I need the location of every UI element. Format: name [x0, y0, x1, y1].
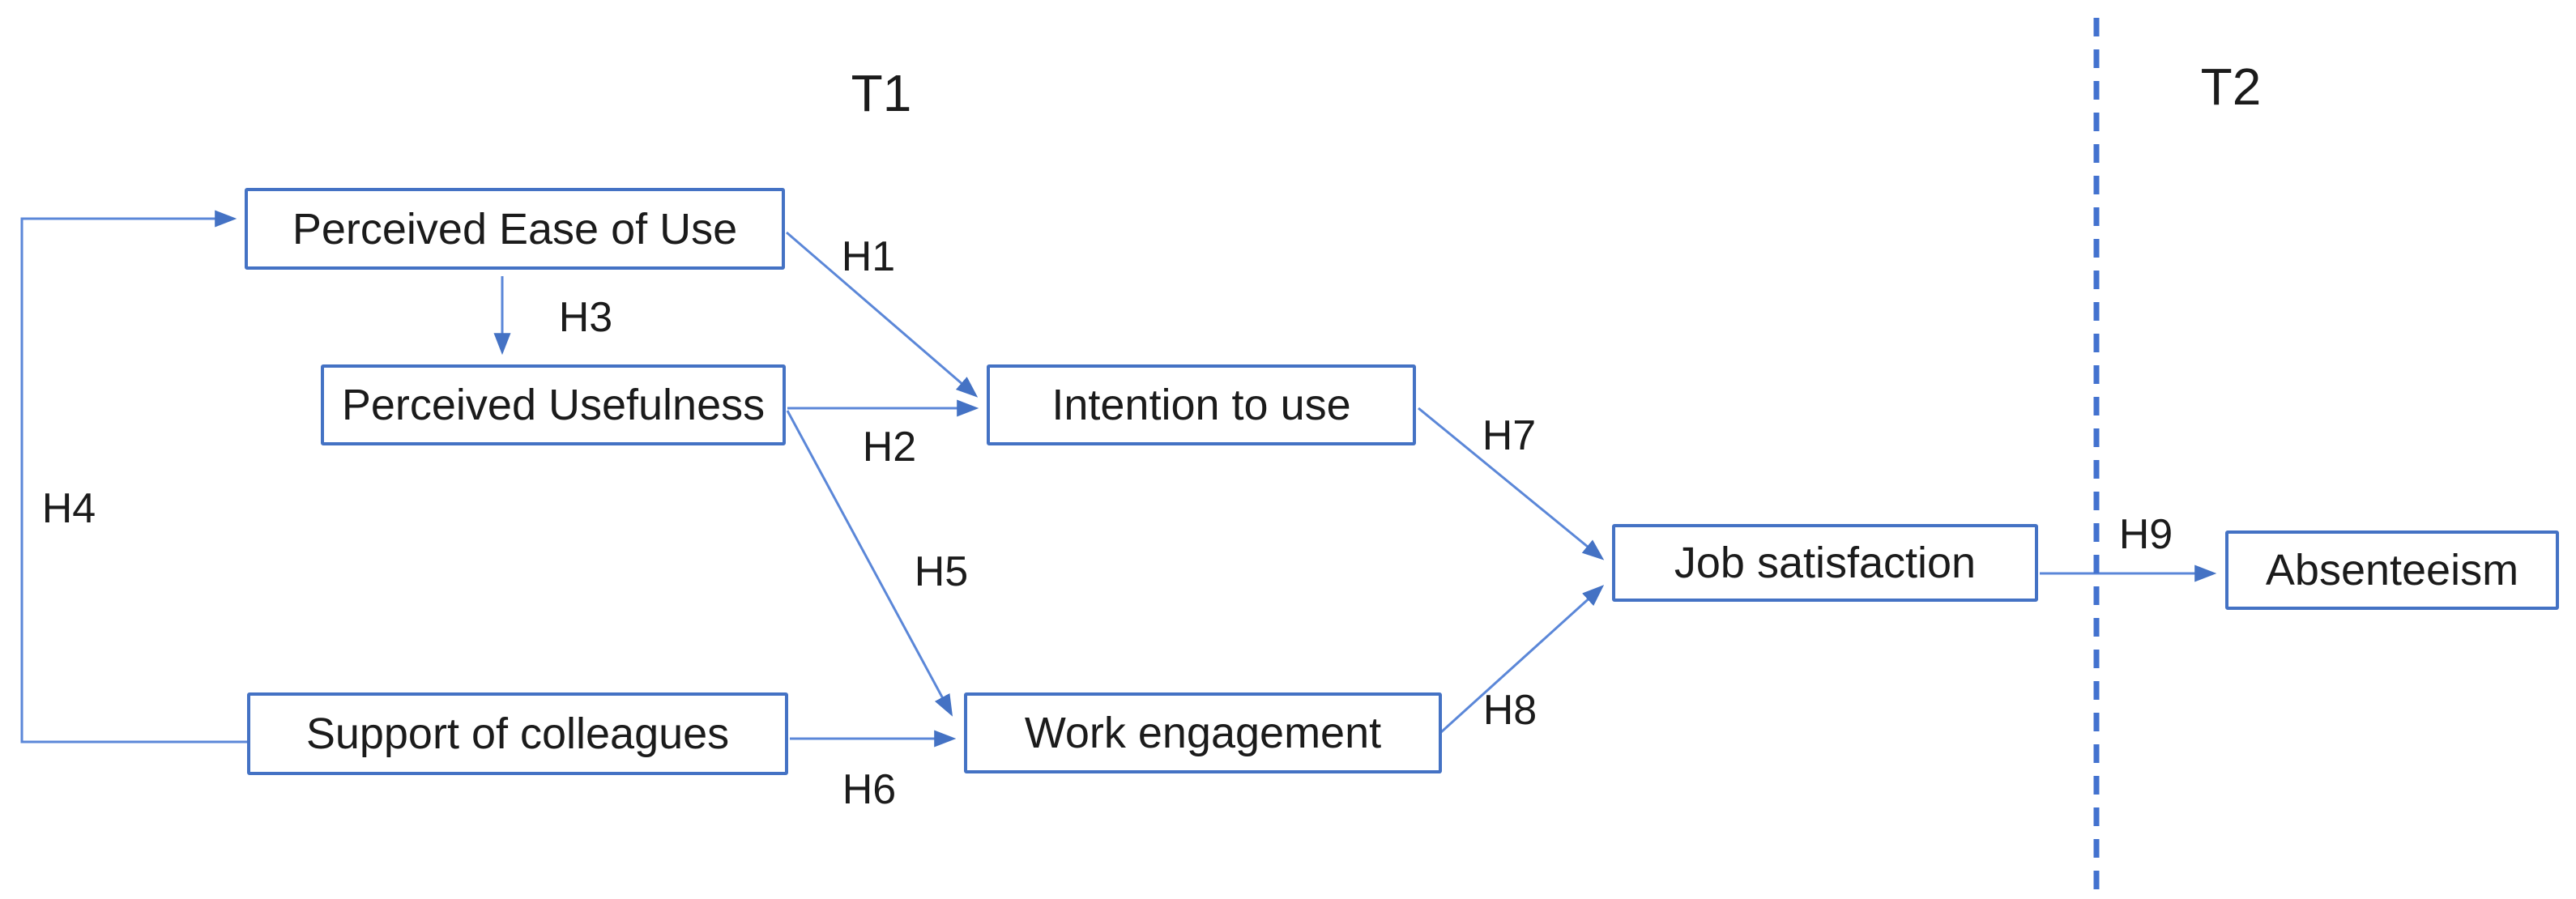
- hypothesis-label-h1: H1: [841, 233, 896, 280]
- node-work-engagement: Work engagement: [964, 692, 1442, 773]
- h7-arrow: [1418, 407, 1605, 560]
- h8-arrow: [1439, 585, 1605, 734]
- node-perceived-usefulness: Perceived Usefulness: [321, 364, 786, 445]
- hypothesis-label-h5: H5: [914, 548, 969, 595]
- hypothesis-label-h8: H8: [1482, 687, 1537, 734]
- h4-arrow: [20, 210, 247, 743]
- hypothesis-label-h7: H7: [1482, 412, 1537, 459]
- node-job-satisfaction: Job satisfaction: [1612, 524, 2038, 602]
- time-label-t1: T1: [851, 64, 912, 122]
- hypothesis-label-h4: H4: [41, 485, 96, 532]
- node-intention-to-use: Intention to use: [987, 364, 1416, 445]
- h5-arrow: [786, 410, 953, 717]
- hypothesis-label-h6: H6: [842, 766, 897, 813]
- hypothesis-label-h3: H3: [558, 294, 613, 341]
- hypothesis-label-h2: H2: [862, 424, 917, 471]
- h1-arrow: [786, 231, 979, 398]
- node-support-of-colleagues: Support of colleagues: [247, 692, 788, 775]
- hypothesis-label-h9: H9: [2118, 511, 2173, 558]
- node-absenteeism: Absenteeism: [2225, 530, 2559, 610]
- node-perceived-ease-of-use: Perceived Ease of Use: [245, 188, 785, 270]
- time-label-t2: T2: [2200, 58, 2262, 116]
